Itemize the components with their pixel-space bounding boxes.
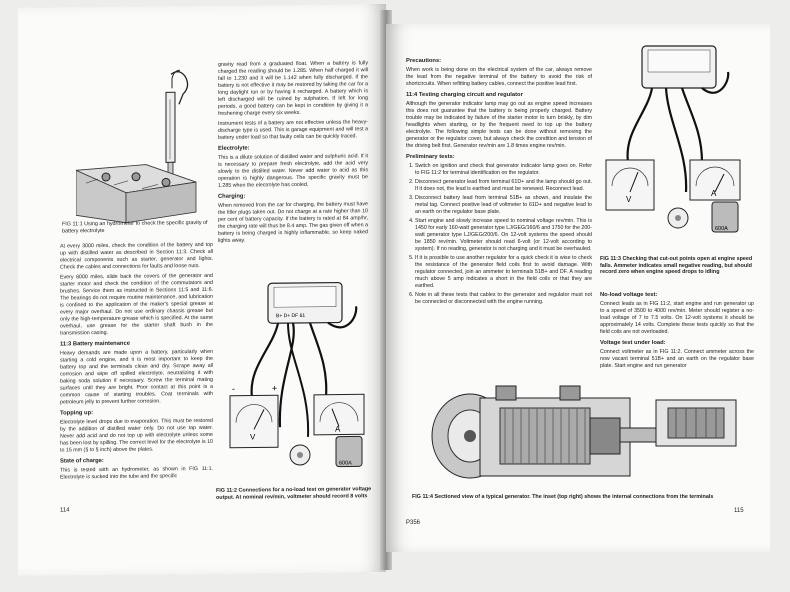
- ammeter-label: A: [711, 189, 717, 198]
- specific-gravity-paragraph: gravity read from a graduated float. Whe…: [218, 60, 368, 117]
- battery-maintenance-paragraph: Heavy demands are made upon a battery, p…: [60, 348, 213, 406]
- list-item: Disconnect generator lead from terminal …: [415, 179, 592, 193]
- topping-up-paragraph: Electrolyte level drops due to evaporati…: [60, 417, 214, 454]
- hydrometer-illustration: [76, 69, 197, 224]
- left-page: FIG 11:1 Using an hydrometer to check th…: [18, 4, 386, 576]
- testing-charging-paragraph: Although the generator indicator lamp ma…: [406, 101, 592, 149]
- no-load-voltage-paragraph: Connect leads as in FIG 11:2, start engi…: [600, 301, 754, 335]
- left-page-number: 114: [60, 507, 70, 514]
- right-page-column-1: Precautions: When work is being done on …: [406, 54, 592, 308]
- ammeter-range-label: 600A: [715, 226, 728, 232]
- fig-11-3-wiring-diagram: V A 600A: [605, 45, 741, 233]
- topping-up-heading: Topping up:: [60, 410, 94, 417]
- ammeter-range-label: 600A: [339, 460, 352, 466]
- right-page: Precautions: When work is being done on …: [386, 24, 770, 552]
- maintenance-6000-paragraph: Every 6000 miles, slide back the covers …: [60, 272, 213, 337]
- charging-paragraph: When removed from the car for charging, …: [218, 201, 368, 244]
- precautions-paragraph: When work is being done on the electrica…: [406, 67, 592, 87]
- instrument-tests-paragraph: Instrument tests of a battery are not ef…: [218, 119, 368, 141]
- voltmeter-label: V: [250, 432, 256, 441]
- terminal-labels: B+ D+ DF 61: [276, 313, 305, 319]
- state-of-charge-heading: State of charge:: [60, 458, 104, 465]
- battery-maintenance-heading: 11:3 Battery maintenance: [60, 340, 130, 348]
- no-load-voltage-heading: No-load voltage test:: [600, 292, 658, 298]
- preliminary-tests-heading: Preliminary tests:: [406, 154, 455, 160]
- voltage-under-load-paragraph: Connect voltmeter as in FIG 11:2. Connec…: [600, 349, 754, 369]
- fig-11-4-generator-illustration: [431, 385, 737, 479]
- precautions-heading: Precautions:: [406, 58, 442, 64]
- voltmeter-label: V: [626, 195, 632, 204]
- electrolyte-heading: Electrolyte:: [218, 145, 250, 152]
- left-page-column-2: gravity read from a graduated float. Whe…: [218, 60, 368, 248]
- electrolyte-paragraph: This is a dilute solution of distilled w…: [218, 153, 368, 189]
- list-item: Note in all these tests that cables to t…: [415, 292, 592, 306]
- testing-charging-heading: 11:4 Testing charging circuit and regula…: [406, 92, 523, 98]
- charging-heading: Charging:: [218, 193, 246, 200]
- left-page-column-1: At every 3000 miles, check the condition…: [60, 242, 213, 485]
- right-page-number: 115: [734, 508, 744, 514]
- list-item: Start engine and slowly increase speed t…: [415, 218, 592, 253]
- maintenance-intro-paragraph: At every 3000 miles, check the condition…: [60, 241, 213, 271]
- right-page-column-2: No-load voltage test: Connect leads as i…: [600, 288, 754, 373]
- fig-11-1-caption: FIG 11:1 Using an hydrometer to check th…: [62, 219, 208, 235]
- list-item: Disconnect battery lead from terminal 51…: [415, 195, 592, 216]
- preliminary-tests-list: Switch on ignition and check that genera…: [406, 163, 592, 306]
- list-item: If it is possible to use another regulat…: [415, 255, 592, 290]
- voltmeter-plus: +: [272, 383, 277, 393]
- fig-11-2-wiring-diagram: B+ D+ DF 61 V - + A 600A: [229, 281, 365, 468]
- state-of-charge-paragraph: This is tested with an hydrometer, as sh…: [60, 465, 213, 481]
- fig-11-4-caption: FIG 11:4 Sectioned view of a typical gen…: [412, 494, 714, 500]
- right-page-footer-code: P356: [406, 520, 421, 526]
- fig-11-3-caption: FIG 11:3 Checking that cut-out points op…: [600, 256, 753, 276]
- list-item: Switch on ignition and check that genera…: [415, 163, 592, 177]
- fig-11-2-caption: FIG 11:2 Connections for a no-load test …: [216, 486, 372, 501]
- voltmeter-minus: -: [232, 384, 235, 394]
- voltage-under-load-heading: Voltage test under load:: [600, 340, 666, 346]
- ammeter-label: A: [335, 425, 341, 434]
